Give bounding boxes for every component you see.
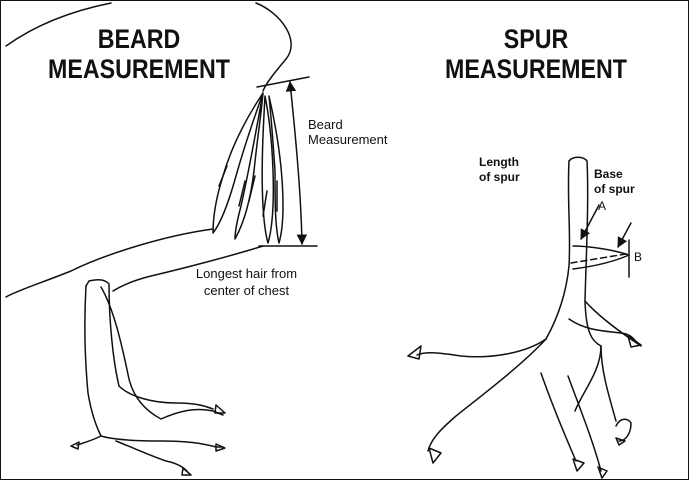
spur-title-line1: SPUR (424, 24, 648, 54)
base-of-spur-line2: of spur (594, 182, 635, 197)
beard-measurement-label-line1: Beard (308, 117, 387, 132)
pointer-a (581, 205, 599, 239)
beard-measurement-arrow (290, 82, 302, 244)
length-of-spur-line2: of spur (479, 170, 520, 185)
base-of-spur-line1: Base (594, 167, 635, 182)
chest-hair-note: Longest hair from center of chest (179, 265, 314, 299)
turkey-legs (71, 280, 225, 475)
spur-title: SPUR MEASUREMENT (424, 24, 648, 84)
beard-title-line2: MEASUREMENT (27, 54, 251, 84)
spur-leg-illustration (408, 157, 641, 478)
beard-illustration (213, 93, 283, 243)
length-of-spur-line1: Length (479, 155, 520, 170)
length-of-spur-label: Length of spur (479, 155, 520, 185)
beard-measurement-label-line2: Measurement (308, 132, 387, 147)
point-a-label: A (598, 199, 606, 213)
point-b-label: B (634, 250, 642, 264)
beard-title: BEARD MEASUREMENT (27, 24, 251, 84)
spur-title-line2: MEASUREMENT (424, 54, 648, 84)
base-of-spur-label: Base of spur (594, 167, 635, 197)
chest-hair-note-line2: center of chest (179, 282, 314, 299)
beard-measurement-label: Beard Measurement (308, 117, 387, 147)
turkey-neck-outline (256, 3, 291, 91)
beard-top-guide (257, 77, 309, 87)
chest-hair-note-line1: Longest hair from (179, 265, 314, 282)
beard-title-line1: BEARD (27, 24, 251, 54)
spur-base-dashed (571, 254, 626, 263)
